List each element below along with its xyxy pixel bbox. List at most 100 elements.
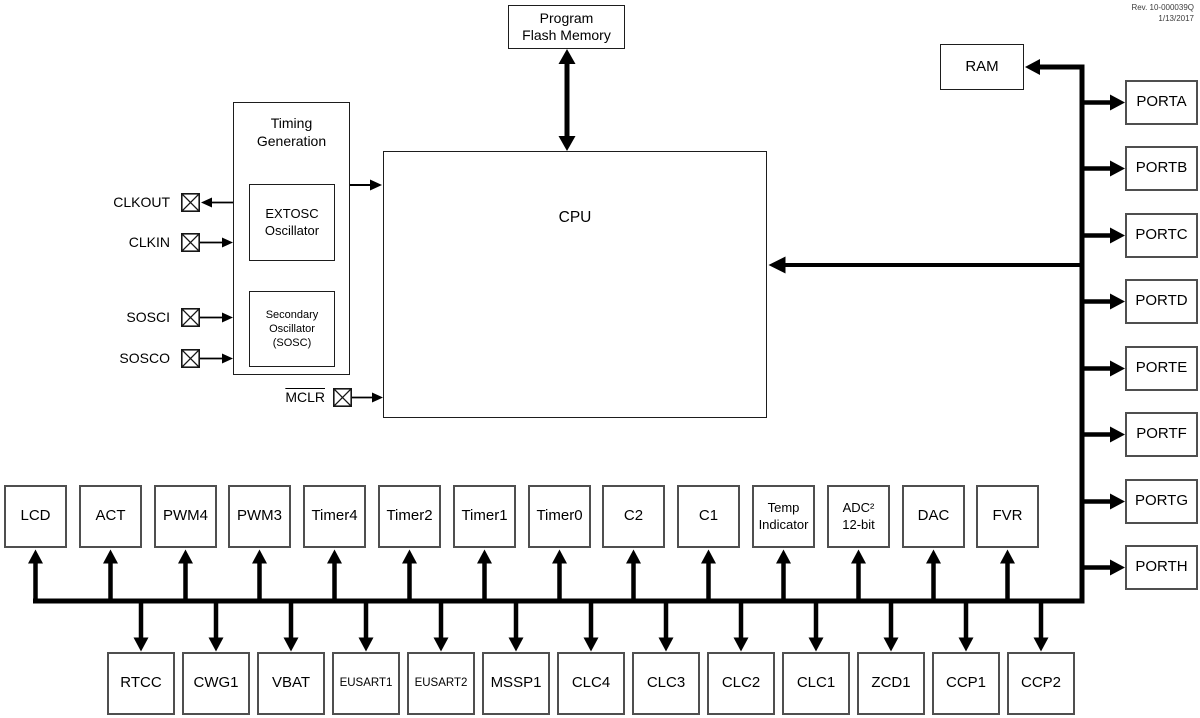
block-eusart1-label: EUSART1 [339,677,393,690]
arrow-sosci-head [222,312,233,323]
block-c1-label: C1 [698,507,719,525]
arrow-bus-to-porte-head [1110,360,1125,377]
arrow-clkin-head [222,237,233,248]
block-porta: PORTA [1125,80,1198,125]
block-clc1-label: CLC1 [796,674,836,692]
block-cpu-label: CPU [558,209,592,226]
arrow-bus-to-clc4-head [583,637,599,652]
arrow-bus-to-pwm4-head [178,549,193,564]
block-porth: PORTH [1125,545,1198,590]
clkout-pin-label: CLKOUT [113,193,170,210]
block-mssp1: MSSP1 [482,652,550,715]
block-portd-label: PORTD [1135,292,1188,310]
block-adc-12-bit: ADC² 12-bit [827,485,890,548]
block-lcd-label: LCD [20,507,51,525]
block-lcd: LCD [4,485,67,548]
block-portd: PORTD [1125,279,1198,324]
arrow-bus-to-temp-indicator-head [776,549,791,564]
block-clc1: CLC1 [782,652,850,715]
arrow-bus-to-portb-head [1110,160,1125,177]
arrow-bus-to-ram-head [1025,59,1040,75]
block-timer0: Timer0 [528,485,591,548]
arrow-bus-to-vbat-head [283,637,299,652]
arrow-bus-to-clc3-head [658,637,674,652]
block-temp-indicator: Temp Indicator [752,485,815,548]
arrow-bus-to-eusart2-head [433,637,449,652]
clkin-pin-label: CLKIN [128,233,170,250]
block-act: ACT [79,485,142,548]
block-cpu: CPU [383,151,767,418]
block-timer4-label: Timer4 [311,507,358,525]
block-pwm4-label: PWM4 [163,507,208,525]
mclr-pin-label: MCLR [285,388,325,405]
sosco-pin-icon [182,350,199,367]
arrow-timing-to-cpu-head [370,179,382,191]
block-adc-12-bit-label: ADC² 12-bit [842,500,875,532]
block-porth-label: PORTH [1135,558,1188,576]
block-rtcc-label: RTCC [120,674,162,692]
block-vbat-label: VBAT [271,674,311,692]
block-porta-label: PORTA [1136,93,1187,111]
arrow-bus-to-fvr-head [1000,549,1015,564]
block-extosc-oscillator-label: EXTOSC Oscillator [264,206,320,238]
revision-note: Rev. 10-000039Q 1/13/2017 [1131,3,1194,25]
block-eusart1: EUSART1 [332,652,400,715]
arrow-bus-to-mssp1-head [508,637,524,652]
block-timer4: Timer4 [303,485,366,548]
block-timer1: Timer1 [453,485,516,548]
block-fvr: FVR [976,485,1039,548]
block-extosc-oscillator: EXTOSC Oscillator [249,184,335,261]
block-portf-label: PORTF [1136,425,1187,443]
block-cwg1: CWG1 [182,652,250,715]
block-eusart2-label: EUSART2 [414,677,468,690]
block-dac: DAC [902,485,965,548]
arrow-bus-to-porta-head [1110,94,1125,111]
block-vbat: VBAT [257,652,325,715]
sosco-pin-label: SOSCO [119,349,170,366]
arrow-bus-to-eusart1-head [358,637,374,652]
block-pwm3-label: PWM3 [237,507,282,525]
arrow-bus-to-porth-head [1110,559,1125,576]
arrow-bus-to-c2-head [626,549,641,564]
arrow-bus-to-timer0-head [552,549,567,564]
block-portb: PORTB [1125,146,1198,191]
arrow-bus-to-clc2-head [733,637,749,652]
block-pwm3: PWM3 [228,485,291,548]
block-program-flash-memory: Program Flash Memory [508,5,625,49]
arrow-flash-cpu-head [558,136,576,151]
block-clc2-label: CLC2 [721,674,761,692]
block-zcd1: ZCD1 [857,652,925,715]
arrow-bus-to-portg-head [1110,493,1125,510]
arrow-flash-cpu-head [558,49,576,64]
arrow-bus-to-zcd1-head [883,637,899,652]
arrow-sosco-head [222,353,233,364]
block-portf: PORTF [1125,412,1198,457]
block-porte: PORTE [1125,346,1198,391]
arrow-bus-to-lcd-head [28,549,43,564]
block-secondary-oscillator-label: Secondary Oscillator (SOSC) [265,308,319,350]
block-ram-label: RAM [965,57,999,75]
block-act-label: ACT [95,507,126,525]
arrow-bus-to-clc1-head [808,637,824,652]
block-timer2: Timer2 [378,485,441,548]
arrow-bus-to-dac-head [926,549,941,564]
block-ccp1: CCP1 [932,652,1000,715]
arrow-bus-to-portd-head [1110,293,1125,310]
arrow-bus-to-cpu-head [768,256,786,274]
arrow-bus-to-pwm3-head [252,549,267,564]
block-dac-label: DAC [917,507,950,525]
clkin-pin-icon [182,234,199,251]
block-clc2: CLC2 [707,652,775,715]
block-pwm4: PWM4 [154,485,217,548]
revision-date: 1/13/2017 [1158,13,1194,23]
block-ccp2: CCP2 [1007,652,1075,715]
block-fvr-label: FVR [992,507,1023,525]
arrow-bus-to-timer4-head [327,549,342,564]
block-timer2-label: Timer2 [386,507,433,525]
block-timing-generation-label: Timing Generation [256,115,327,149]
arrow-bus-to-timer2-head [402,549,417,564]
arrow-bus-to-c1-head [701,549,716,564]
mclr-pin-icon [334,389,351,406]
block-program-flash-memory-label: Program Flash Memory [522,9,611,44]
